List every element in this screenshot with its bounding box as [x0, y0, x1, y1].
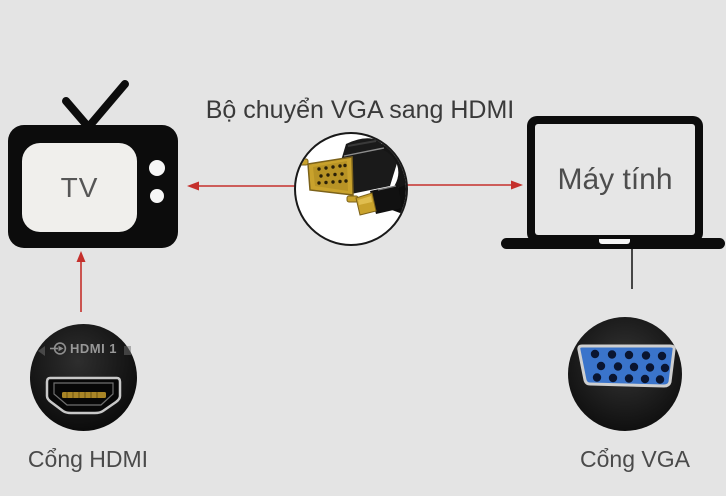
- laptop-display: Máy tính: [535, 124, 695, 235]
- hdmi-caption: Cổng HDMI: [27, 446, 149, 472]
- tv-knob-icon: [149, 160, 165, 176]
- tv-label: TV: [60, 171, 99, 203]
- laptop-icon: Máy tính: [527, 116, 703, 243]
- hdmi-port-image: HDMI 1: [30, 324, 137, 431]
- tv-knob-icon: [150, 189, 164, 203]
- vga-port-image: [568, 317, 682, 431]
- bezel-mark-icon: [38, 346, 45, 356]
- arrow-right-icon: [406, 180, 523, 190]
- hdmi-input-arrow-icon: [49, 342, 67, 355]
- tv-antenna-icon: [62, 80, 129, 134]
- bezel-mark-icon: [124, 346, 131, 355]
- hdmi-port-label: HDMI 1: [69, 341, 118, 356]
- hdmi-socket-icon: [45, 376, 122, 415]
- tv-icon: TV: [8, 125, 178, 248]
- vga-caption: Cổng VGA: [580, 446, 690, 472]
- vga-socket-icon: [577, 344, 676, 388]
- vga-to-hdmi-adapter-icon: [297, 138, 406, 216]
- hdmi-port-label-row: HDMI 1: [30, 341, 137, 356]
- arrow-left-icon: [187, 181, 297, 191]
- tv-screen: TV: [22, 143, 137, 232]
- arrow-up-icon: [76, 251, 86, 312]
- converter-image: [294, 132, 408, 246]
- laptop-notch: [599, 239, 630, 244]
- computer-label: Máy tính: [557, 162, 673, 196]
- diagram-title: Bộ chuyển VGA sang HDMI: [205, 96, 515, 124]
